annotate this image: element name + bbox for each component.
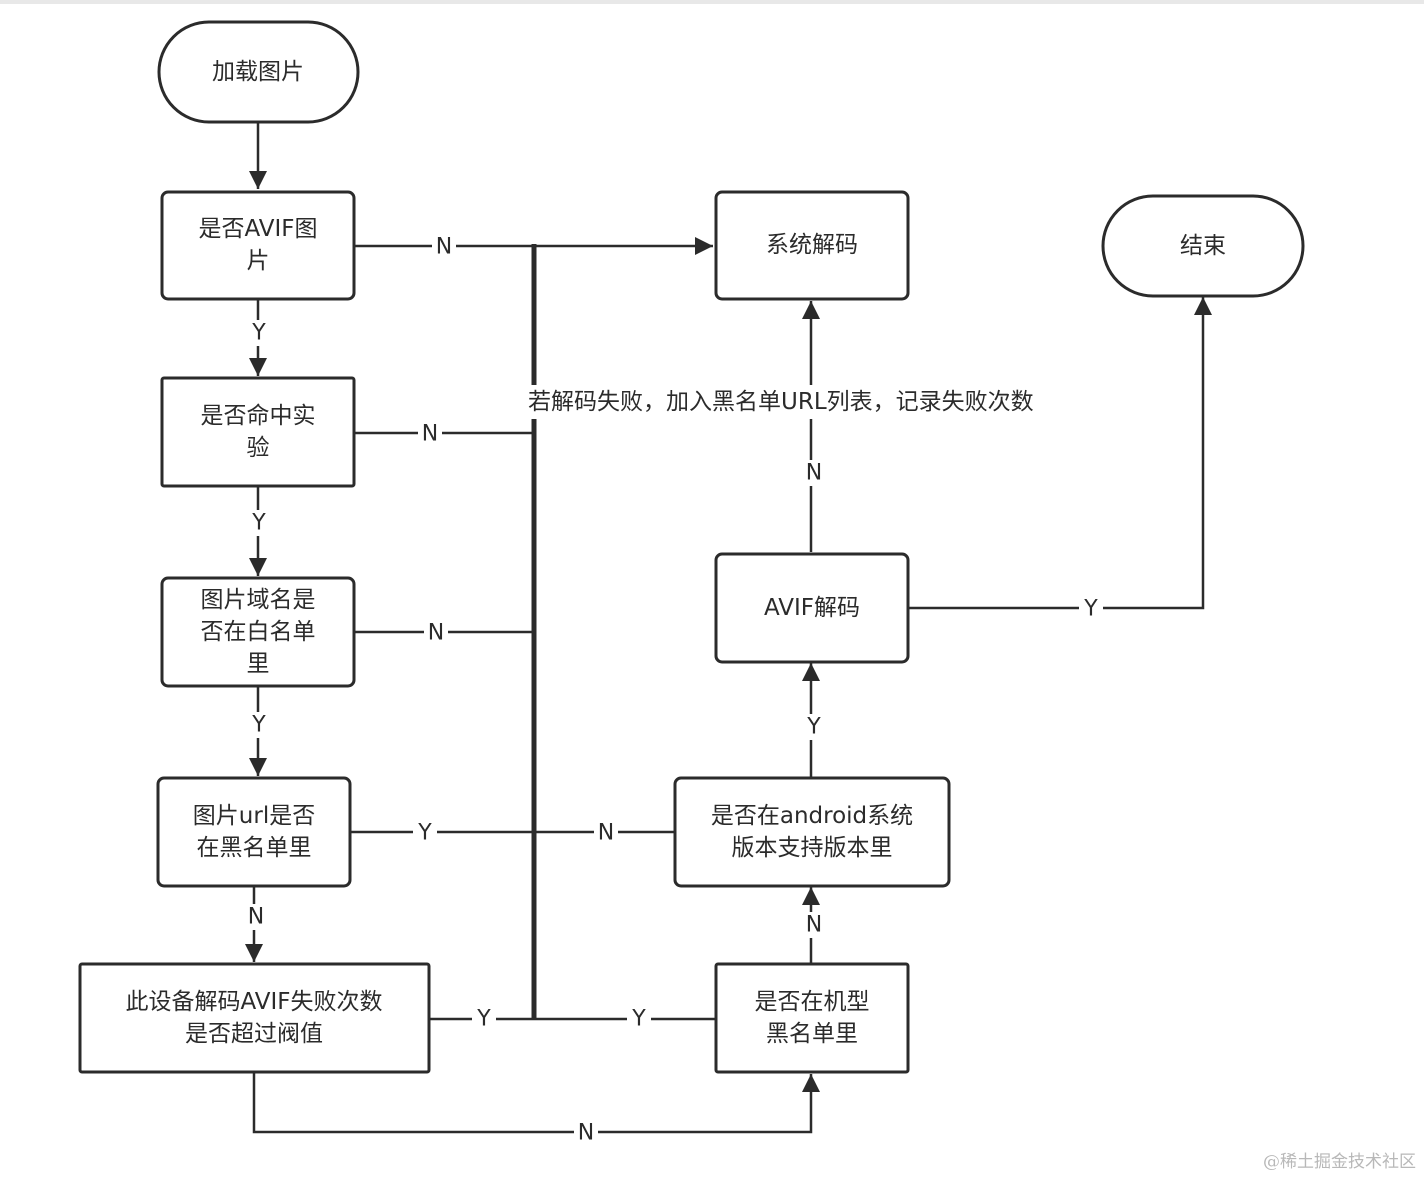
label-is-avif-no: N xyxy=(432,233,456,260)
svg-text:N: N xyxy=(598,821,614,846)
edge-threshold-no xyxy=(252,1073,820,1134)
svg-text:Y: Y xyxy=(251,713,266,738)
svg-text:此设备解码AVIF失败次数是否超过阀值: 此设备解码AVIF失败次数是否超过阀值 xyxy=(125,989,382,1047)
svg-text:Y: Y xyxy=(417,821,432,846)
label-avif-decode-no: N xyxy=(802,460,826,486)
svg-text:N: N xyxy=(436,235,452,260)
label-model-blacklist-no: N xyxy=(802,912,826,938)
svg-text:Y: Y xyxy=(1083,597,1098,622)
svg-text:是否在机型黑名单里: 是否在机型黑名单里 xyxy=(755,989,870,1047)
label-url-blacklist-no: N xyxy=(244,904,268,930)
top-rule xyxy=(0,0,1424,4)
svg-text:加载图片: 加载图片 xyxy=(212,59,304,85)
svg-text:图片url是否在黑名单里: 图片url是否在黑名单里 xyxy=(193,803,315,861)
svg-text:是否命中实验: 是否命中实验 xyxy=(201,403,316,461)
label-avif-decode-yes: Y xyxy=(1079,596,1103,622)
svg-text:是否在android系统版本支持版本里: 是否在android系统版本支持版本里 xyxy=(711,803,913,861)
label-experiment-no: N xyxy=(418,420,442,447)
edge-labels: N Y N Y N Y Y N xyxy=(244,233,1103,1146)
svg-text:结束: 结束 xyxy=(1180,233,1226,259)
svg-text:N: N xyxy=(578,1121,594,1146)
label-android-version-yes: Y xyxy=(802,714,826,740)
node-url-blacklist: 图片url是否在黑名单里 xyxy=(156,776,352,888)
node-end: 结束 xyxy=(1101,194,1305,298)
node-in-experiment: 是否命中实验 xyxy=(160,376,356,488)
svg-text:N: N xyxy=(806,913,822,938)
node-fail-threshold: 此设备解码AVIF失败次数是否超过阀值 xyxy=(78,962,431,1074)
svg-text:AVIF解码: AVIF解码 xyxy=(764,595,860,621)
svg-text:N: N xyxy=(428,621,444,646)
edge-avif-decode-yes xyxy=(908,297,1212,610)
label-android-version-no: N xyxy=(594,820,618,846)
svg-text:Y: Y xyxy=(251,511,266,536)
svg-text:Y: Y xyxy=(476,1007,491,1032)
svg-text:图片域名是否在白名单里: 图片域名是否在白名单里 xyxy=(201,587,316,677)
label-whitelist-yes: Y xyxy=(247,712,271,738)
svg-text:N: N xyxy=(806,461,822,486)
svg-text:Y: Y xyxy=(806,715,821,740)
label-url-blacklist-yes: Y xyxy=(413,820,437,846)
node-android-version: 是否在android系统版本支持版本里 xyxy=(673,776,951,888)
label-is-avif-yes: Y xyxy=(247,320,271,346)
svg-text:是否AVIF图片: 是否AVIF图片 xyxy=(198,216,317,274)
node-system-decode: 系统解码 xyxy=(714,190,910,301)
node-start: 加载图片 xyxy=(157,20,360,124)
svg-text:Y: Y xyxy=(251,321,266,346)
label-model-blacklist-yes: Y xyxy=(627,1006,651,1032)
svg-text:Y: Y xyxy=(631,1007,646,1032)
svg-text:若解码失败，加入黑名单URL列表，记录失败次数: 若解码失败，加入黑名单URL列表，记录失败次数 xyxy=(528,389,1034,415)
node-model-blacklist: 是否在机型黑名单里 xyxy=(714,962,910,1074)
svg-text:系统解码: 系统解码 xyxy=(766,232,858,258)
label-whitelist-no: N xyxy=(424,620,448,646)
label-threshold-yes: Y xyxy=(472,1006,496,1032)
svg-text:N: N xyxy=(422,422,438,447)
node-domain-whitelist: 图片域名是否在白名单里 xyxy=(160,576,356,688)
label-experiment-yes: Y xyxy=(247,510,271,536)
node-is-avif: 是否AVIF图片 xyxy=(160,190,356,301)
nodes: 加载图片 是否AVIF图片 是否命中实验 图片域名是否在白名单里 图片url是否… xyxy=(78,20,1305,1074)
node-avif-decode: AVIF解码 xyxy=(714,552,910,664)
svg-text:N: N xyxy=(248,905,264,930)
failure-annotation: 若解码失败，加入黑名单URL列表，记录失败次数 xyxy=(526,385,1102,419)
watermark: @稀土掘金技术社区 xyxy=(1263,1152,1416,1172)
label-threshold-no: N xyxy=(574,1120,598,1146)
